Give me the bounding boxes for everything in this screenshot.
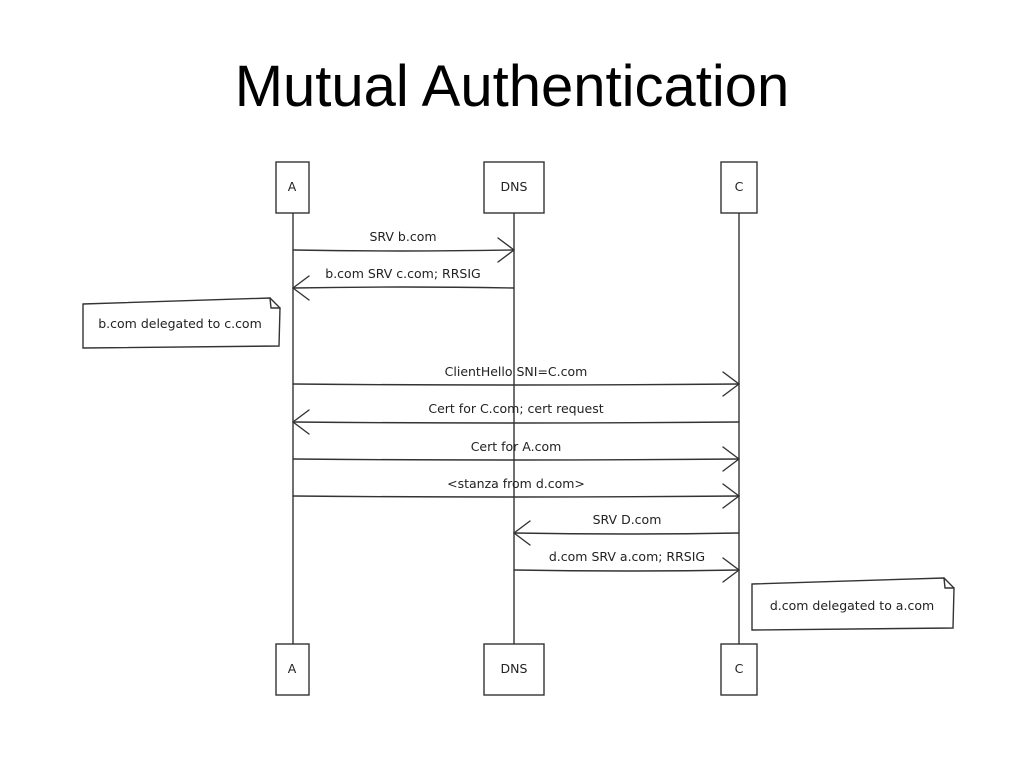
message-label: <stanza from d.com>	[447, 476, 585, 491]
message-7: SRV D.com	[513, 512, 740, 546]
message-4: Cert for C.com; cert request	[292, 401, 740, 435]
note-label: d.com delegated to a.com	[770, 598, 934, 613]
participant-label: DNS	[501, 661, 528, 676]
note-label: b.com delegated to c.com	[98, 316, 262, 331]
note-1: b.com delegated to c.com	[82, 297, 281, 349]
note-2: d.com delegated to a.com	[751, 577, 955, 631]
slide-title: Mutual Authentication	[234, 54, 790, 119]
participant-label: C	[735, 661, 744, 676]
participant-c-bottom: C	[720, 643, 758, 696]
participant-a-top: A	[275, 161, 310, 214]
message-1: SRV b.com	[292, 229, 515, 263]
message-6: <stanza from d.com>	[292, 476, 740, 509]
message-3: ClientHello SNI=C.com	[292, 364, 740, 397]
message-5: Cert for A.com	[292, 439, 740, 472]
message-8: d.com SRV a.com; RRSIG	[513, 549, 740, 583]
message-label: b.com SRV c.com; RRSIG	[325, 266, 480, 281]
participant-dns-bottom: DNS	[483, 643, 545, 696]
message-2: b.com SRV c.com; RRSIG	[292, 266, 515, 301]
message-label: d.com SRV a.com; RRSIG	[549, 549, 705, 564]
participant-label: A	[288, 661, 297, 676]
participant-label: C	[735, 179, 744, 194]
participant-label: DNS	[501, 179, 528, 194]
participant-a-bottom: A	[275, 643, 310, 696]
message-label: ClientHello SNI=C.com	[445, 364, 588, 379]
participant-c-top: C	[720, 161, 758, 214]
participant-label: A	[288, 179, 297, 194]
message-label: Cert for C.com; cert request	[428, 401, 603, 416]
message-label: Cert for A.com	[471, 439, 562, 454]
message-label: SRV D.com	[593, 512, 662, 527]
message-label: SRV b.com	[369, 229, 436, 244]
participant-dns-top: DNS	[483, 161, 545, 214]
